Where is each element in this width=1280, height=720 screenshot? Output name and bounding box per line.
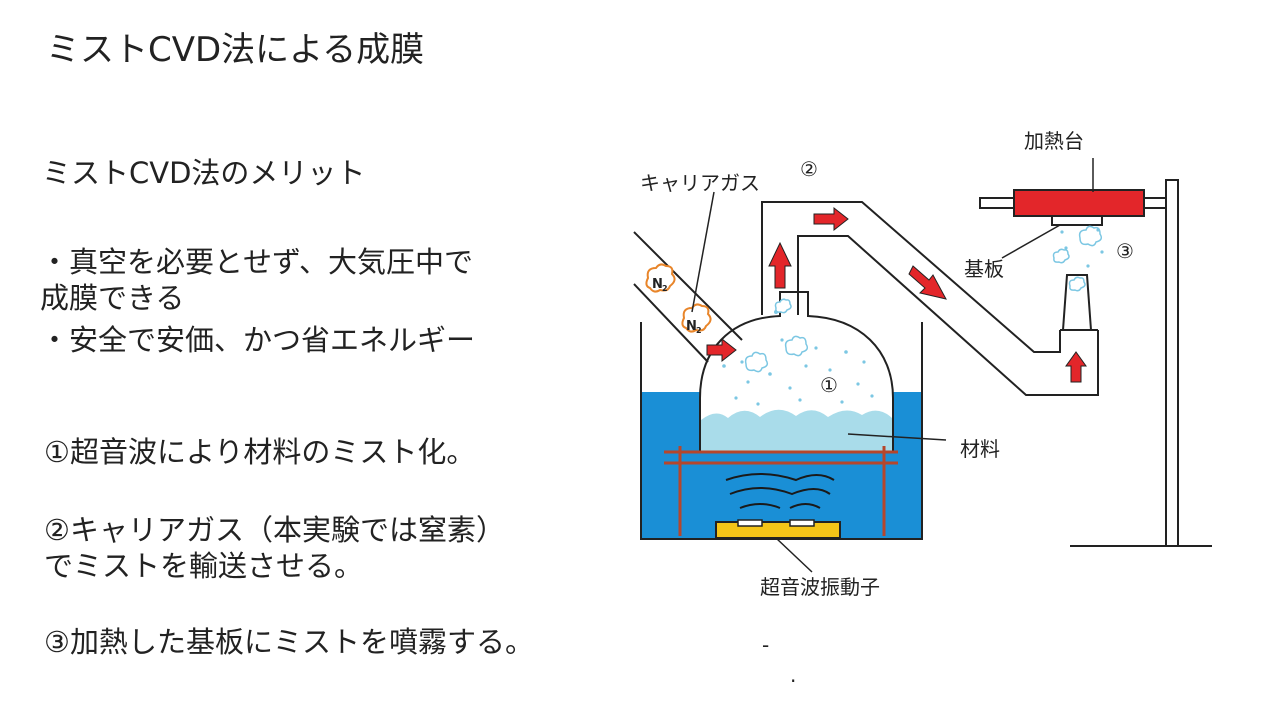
stray-dot: . (790, 663, 796, 687)
arrow-outlet-up (1065, 351, 1087, 383)
arrow-inlet-right (706, 337, 737, 363)
substrate-mist-dots (1060, 228, 1104, 268)
stray-dash: - (762, 633, 769, 657)
step-1-ultrasonic-mist: ①超音波により材料のミスト化。 (44, 435, 476, 469)
stand-pole (1165, 179, 1179, 547)
nitrogen-gas-bubbles: N 2 N 2 (645, 263, 712, 335)
substrate-plate (1051, 215, 1103, 226)
gas-inlet-tube (633, 231, 743, 363)
mist-flask (699, 291, 894, 452)
label-transducer: 超音波振動子 (760, 575, 880, 599)
step-2-carrier-gas: ②キャリアガス（本実験では窒素） でミストを輸送させる。 (44, 513, 505, 583)
label-marker-2: ② (800, 157, 818, 181)
heating-stand (979, 179, 1212, 547)
n2-symbol-2: N (686, 319, 697, 334)
label-carrier-gas: キャリアガス (640, 171, 760, 195)
heating-stage-block (1013, 189, 1145, 217)
arrow-diagonal-down (908, 265, 947, 300)
merits-heading: ミストCVD法のメリット (42, 156, 366, 190)
step-3-spray-substrate: ③加熱した基板にミストを噴霧する。 (44, 625, 534, 659)
support-rails (664, 446, 898, 536)
flow-arrows (706, 206, 1087, 383)
arrow-top-right (813, 206, 849, 232)
merit-item-safe-cheap: ・安全で安価、かつ省エネルギー (40, 323, 476, 357)
label-substrate: 基板 (964, 257, 1004, 281)
n2-subscript-2: 2 (696, 326, 702, 335)
label-marker-1: ① (820, 373, 838, 397)
mist-puffs (744, 225, 1103, 373)
n2-bubble-1 (645, 263, 676, 293)
n2-subscript-1: 2 (662, 284, 668, 293)
label-material: 材料 (960, 437, 1000, 461)
arrow-riser-up (768, 241, 792, 289)
n2-symbol-1: N (652, 277, 663, 292)
label-marker-3: ③ (1116, 239, 1134, 263)
flask-liquid (701, 409, 892, 451)
merit-item-no-vacuum: ・真空を必要とせず、大気圧中で 成膜できる (40, 245, 473, 315)
ultrasonic-transducer (715, 519, 841, 539)
leader-lines (691, 158, 1094, 573)
ultrasonic-waves (725, 473, 835, 509)
label-heating-stage: 加熱台 (1024, 129, 1084, 153)
slide-title: ミストCVD法による成膜 (46, 30, 425, 70)
